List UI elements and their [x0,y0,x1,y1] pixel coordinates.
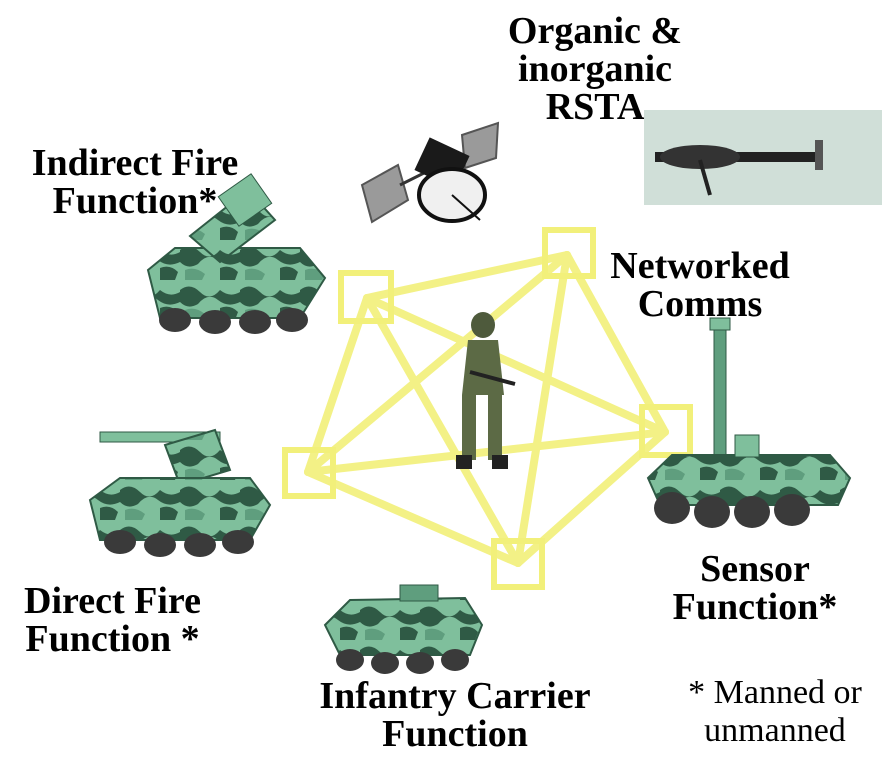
uav-photo-icon [644,110,882,205]
node-indirect [338,270,394,324]
label-rsta: Organic & inorganic RSTA [507,10,683,128]
rocket-launcher-vehicle-icon [146,173,327,334]
infantry-carrier-vehicle-icon [323,584,484,674]
label-sensor: Sensor Function* [672,548,838,628]
node-direct [282,447,336,499]
footnote-manned: * Manned or unmanned [688,674,862,749]
node-carrier [491,538,545,590]
node-sensor [639,404,693,458]
label-indirect-fire: Indirect Fire Function* [31,142,239,222]
satellite-icon [360,121,500,224]
soldier-icon [456,312,516,469]
network-nodes [282,227,693,590]
label-infantry-carrier: Infantry Carrier Function [319,675,591,755]
sensor-mast-vehicle-icon [646,317,852,528]
direct-fire-vehicle-icon [88,428,272,557]
label-networked-comms: Networked Comms [610,245,790,325]
label-direct-fire: Direct Fire Function * [24,580,201,660]
node-comms [542,227,596,279]
